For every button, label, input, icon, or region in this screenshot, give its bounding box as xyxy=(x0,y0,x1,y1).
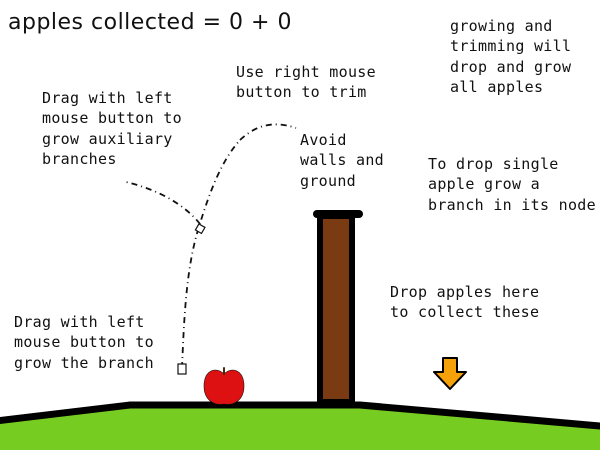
hint-line: grow auxiliary xyxy=(42,129,173,148)
hint-line: Use right mouse xyxy=(236,63,376,81)
apple-icon[interactable] xyxy=(203,367,245,405)
down-arrow-icon xyxy=(433,357,467,390)
score-b: 0 xyxy=(277,10,292,35)
hint-right-mouse-trim: Use right mouse button to trim xyxy=(236,62,376,103)
hint-line: growing and xyxy=(450,17,553,35)
tree-branch-auxiliary-upper xyxy=(239,123,297,141)
hint-line: ground xyxy=(300,171,356,190)
hint-grow-branch: Drag with left mouse button to grow the … xyxy=(14,312,154,373)
wall xyxy=(317,213,355,405)
hint-line: trimming will xyxy=(450,37,572,56)
hint-line: Drag with left xyxy=(14,313,145,331)
score-plus: + xyxy=(251,10,270,35)
hint-line: button to trim xyxy=(236,83,367,102)
hint-line: mouse button to xyxy=(42,109,182,128)
hint-line: drop and grow xyxy=(450,57,572,76)
score-a: 0 xyxy=(229,10,244,35)
hint-drop-apples-here: Drop apples here to collect these xyxy=(390,282,539,323)
hint-line: To drop single xyxy=(428,155,559,173)
score-equals: = xyxy=(202,10,222,35)
hint-line: all apples xyxy=(450,77,544,96)
branch-node[interactable] xyxy=(194,223,206,235)
hint-avoid-walls: Avoid walls and ground xyxy=(300,130,384,191)
tree-branch-auxiliary-left xyxy=(125,181,201,225)
tree-branch-main xyxy=(181,139,241,369)
ground-outline xyxy=(0,401,600,430)
hint-line: branches xyxy=(42,149,117,168)
hint-line: Drop apples here xyxy=(390,283,540,301)
hint-grow-auxiliary: Drag with left mouse button to grow auxi… xyxy=(42,88,182,169)
tree-root-node[interactable] xyxy=(177,363,187,375)
score-label: apples collected xyxy=(8,10,196,35)
hint-line: grow the branch xyxy=(14,353,154,372)
hint-line: Drag with left xyxy=(42,89,173,107)
hint-line: to collect these xyxy=(390,303,540,322)
hint-line: walls and xyxy=(300,151,384,170)
hint-line: branch in its node xyxy=(428,195,596,214)
hint-growing-trimming: growing and trimming will drop and grow … xyxy=(450,16,571,97)
score-display: apples collected = 0 + 0 xyxy=(8,8,292,38)
hint-line: Avoid xyxy=(300,131,347,149)
hint-line: apple grow a xyxy=(428,175,540,194)
hint-drop-single: To drop single apple grow a branch in it… xyxy=(428,154,596,215)
hint-line: mouse button to xyxy=(14,333,154,352)
